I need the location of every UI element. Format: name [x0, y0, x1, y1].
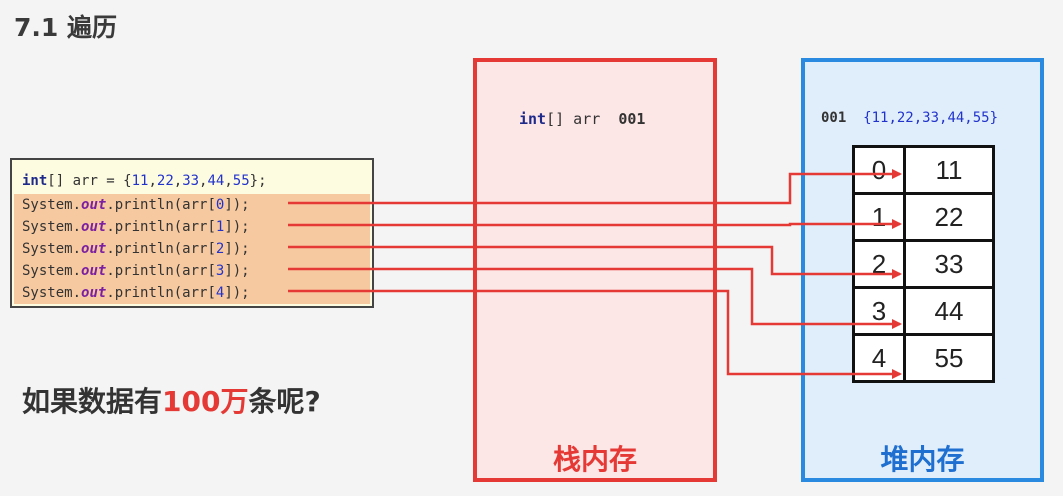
code-row-highlight — [14, 282, 370, 304]
code-line-print: System.out.println(arr[2]); — [22, 241, 250, 257]
array-value-cell: 33 — [903, 239, 995, 289]
code-line-print: System.out.println(arr[4]); — [22, 285, 250, 301]
stack-memory-label: 栈内存 — [552, 443, 637, 476]
stack-variable: int[] arr 001 — [519, 110, 646, 128]
heap-memory-label: 堆内存 — [880, 443, 965, 476]
code-row-highlight — [14, 238, 370, 260]
question-text: 如果数据有100万条呢? — [22, 385, 321, 418]
code-line-print: System.out.println(arr[3]); — [22, 263, 250, 279]
access-arrow — [288, 245, 902, 279]
code-row-highlight — [14, 260, 370, 282]
code-row-highlight — [14, 194, 370, 216]
heap-array-header: 001 {11,22,33,44,55} — [821, 110, 999, 126]
array-value-cell: 22 — [903, 192, 995, 242]
access-arrow — [288, 267, 902, 329]
array-value-cell: 11 — [903, 145, 995, 195]
code-row-highlight — [14, 216, 370, 238]
access-arrow — [288, 169, 902, 205]
array-index-cell: 2 — [852, 239, 906, 289]
code-line-declaration: int[] arr = {11,22,33,44,55}; — [22, 173, 267, 189]
access-arrow — [288, 289, 902, 379]
code-snippet: int[] arr = {11,22,33,44,55}; System.out… — [10, 158, 374, 308]
page-title: 7.1 遍历 — [14, 13, 117, 42]
code-line-print: System.out.println(arr[0]); — [22, 197, 250, 213]
code-line-print: System.out.println(arr[1]); — [22, 219, 250, 235]
access-arrow — [288, 219, 902, 229]
array-value-cell: 55 — [903, 333, 995, 383]
array-value-cell: 44 — [903, 286, 995, 336]
